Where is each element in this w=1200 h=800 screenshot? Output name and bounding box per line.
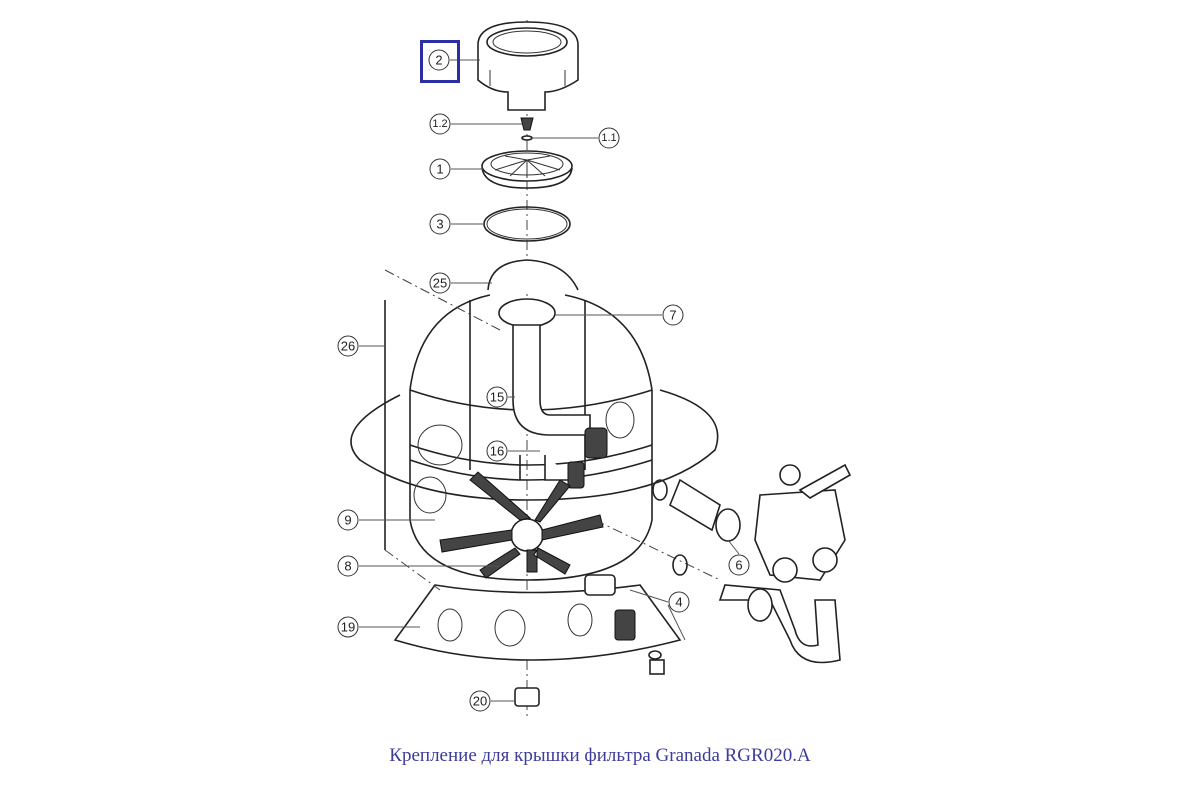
callout-1-1[interactable]: 1.1 — [532, 127, 620, 149]
callout-9[interactable]: 9 — [337, 509, 435, 531]
callout-7[interactable]: 7 — [555, 304, 684, 326]
diagram-caption: Крепление для крышки фильтра Granada RGR… — [389, 745, 811, 766]
callout-4[interactable]: 4 — [629, 589, 690, 641]
callout-26[interactable]: 26 — [337, 335, 385, 357]
union-and-valve-part — [652, 463, 852, 664]
callout-label: 7 — [669, 308, 676, 323]
callout-label: 16 — [490, 444, 504, 459]
screw-part — [520, 117, 534, 131]
callout-label: 26 — [341, 339, 355, 354]
callout-6[interactable]: 6 — [727, 539, 750, 576]
callout-label: 6 — [735, 558, 742, 573]
callout-label: 20 — [473, 694, 487, 709]
base-stand-part — [393, 584, 682, 661]
callout-19[interactable]: 19 — [337, 616, 420, 638]
laterals-part — [439, 471, 604, 579]
callout-label: 25 — [433, 276, 447, 291]
callout-label: 15 — [490, 390, 504, 405]
upper-pipe-part — [512, 324, 591, 436]
lid-nut-part — [477, 21, 579, 111]
callout-20[interactable]: 20 — [469, 690, 515, 712]
callout-label: 8 — [344, 559, 351, 574]
callout-label: 1.1 — [601, 132, 616, 144]
callout-label: 3 — [436, 217, 443, 232]
highlighted-part-box — [420, 40, 460, 83]
lid-part — [481, 150, 573, 189]
callout-label: 1.2 — [432, 118, 447, 130]
callout-15[interactable]: 15 — [486, 386, 515, 408]
diffuser-part — [498, 298, 556, 328]
callout-label: 1 — [436, 162, 443, 177]
callout-8[interactable]: 8 — [337, 555, 500, 577]
drain-assembly-part — [584, 574, 665, 675]
drain-cap-part — [514, 687, 540, 707]
pipe-connector — [584, 427, 608, 459]
callout-3[interactable]: 3 — [429, 213, 484, 235]
callout-1[interactable]: 1 — [429, 158, 483, 180]
small-oring-part — [521, 135, 533, 141]
callout-2[interactable]: 2 — [428, 49, 480, 71]
callout-25[interactable]: 25 — [429, 272, 492, 294]
callout-1-2[interactable]: 1.2 — [429, 113, 522, 135]
callout-label: 2 — [435, 53, 442, 68]
callout-label: 19 — [341, 620, 355, 635]
callout-label: 4 — [675, 595, 682, 610]
callout-16[interactable]: 16 — [486, 440, 540, 462]
callout-label: 9 — [344, 513, 351, 528]
